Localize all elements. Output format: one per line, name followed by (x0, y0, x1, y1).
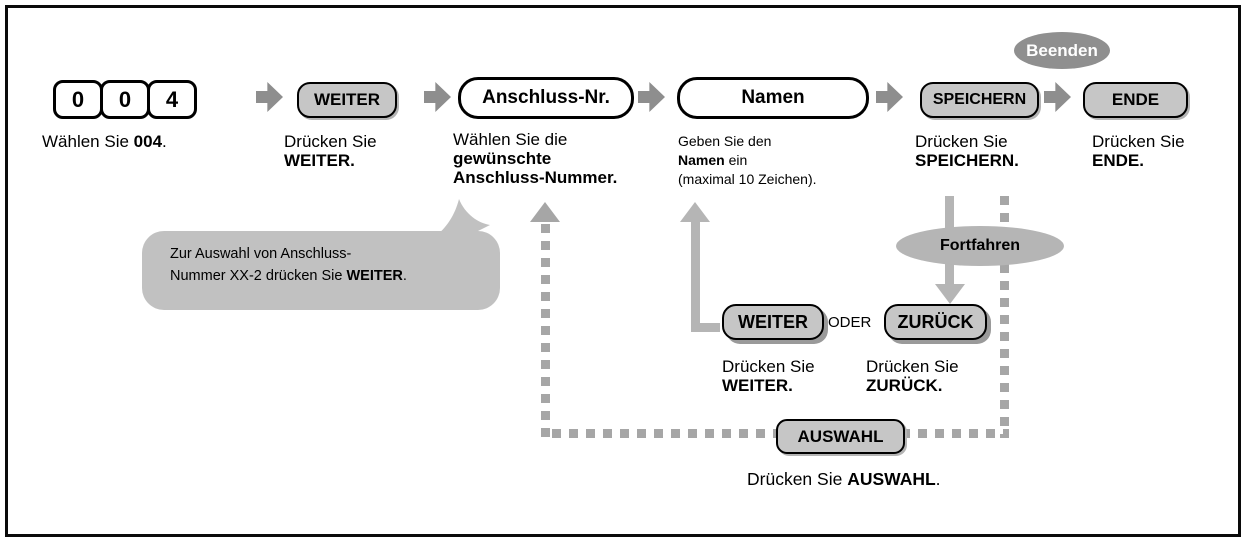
solid-connector-vertical (691, 220, 700, 332)
caption-weiter: Drücken Sie WEITER. (284, 132, 377, 170)
caption-namen: Geben Sie den Namen ein (maximal 10 Zeic… (678, 133, 817, 187)
dashed-connector-bottom-right (901, 429, 1009, 438)
dashed-connector-bottom-left (552, 429, 776, 438)
arrow-down-icon (935, 284, 965, 304)
speech-bubble: Zur Auswahl von Anschluss- Nummer XX-2 d… (142, 231, 500, 310)
arrow-up-icon (530, 202, 560, 222)
arrow-up-icon (680, 202, 710, 222)
ende-button[interactable]: ENDE (1083, 82, 1188, 118)
dashed-connector-right-vertical (1000, 196, 1009, 438)
weiter-button-2[interactable]: WEITER (722, 304, 824, 340)
anschluss-nr-display: Anschluss-Nr. (458, 77, 634, 119)
caption-ende: Drücken Sie ENDE. (1092, 132, 1185, 170)
speech-bubble-tail (434, 199, 490, 239)
auswahl-button[interactable]: AUSWAHL (776, 419, 905, 454)
oder-label: ODER (828, 314, 872, 331)
caption-dial: Wählen Sie 004. (42, 132, 167, 151)
dial-key-0[interactable]: 0 (53, 80, 103, 119)
dashed-connector-left-vertical (541, 224, 550, 438)
namen-display: Namen (677, 77, 869, 119)
weiter-button[interactable]: WEITER (297, 82, 397, 118)
dial-key-4[interactable]: 4 (147, 80, 197, 119)
caption-auswahl: Drücken Sie AUSWAHL. (747, 469, 941, 489)
caption-anschluss: Wählen Sie die gewünschte Anschluss-Numm… (453, 130, 618, 187)
caption-zurueck: Drücken Sie ZURÜCK. (866, 357, 959, 395)
diagram-border (5, 5, 1241, 537)
dial-key-0[interactable]: 0 (100, 80, 150, 119)
solid-connector-horizontal (691, 323, 720, 332)
beenden-badge: Beenden (1014, 32, 1110, 69)
caption-weiter-2: Drücken Sie WEITER. (722, 357, 815, 395)
speichern-button[interactable]: SPEICHERN (920, 82, 1039, 118)
caption-speichern: Drücken Sie SPEICHERN. (915, 132, 1019, 170)
fortfahren-badge: Fortfahren (896, 226, 1064, 266)
zurueck-button[interactable]: ZURÜCK (884, 304, 987, 340)
